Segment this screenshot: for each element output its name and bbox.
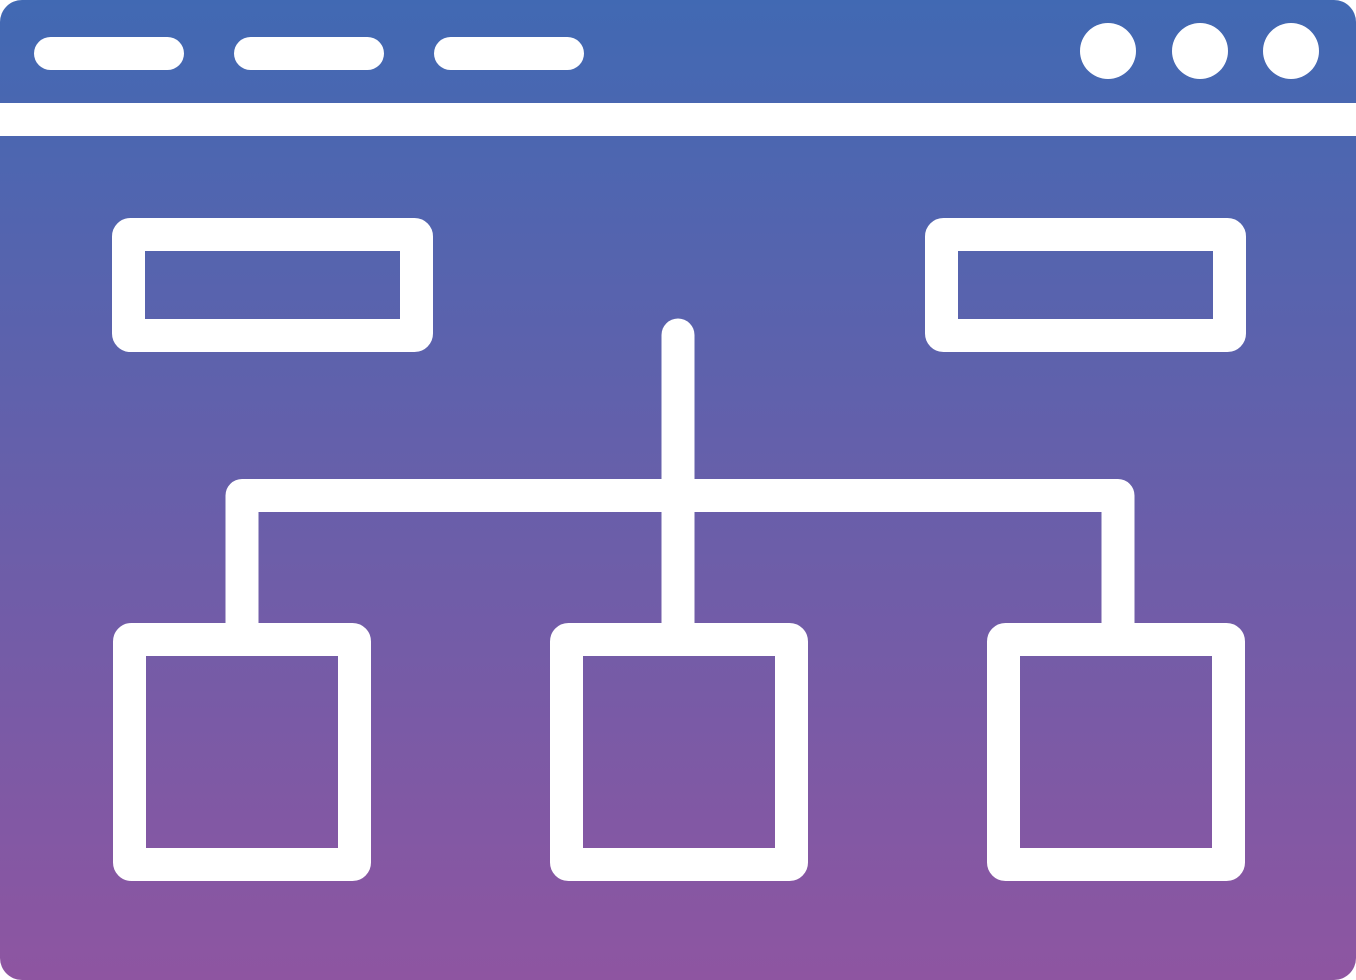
top-block-left [112,218,433,352]
title-bar-divider [0,103,1356,136]
top-content-blocks [112,218,1246,352]
window-dot-3 [1263,23,1319,79]
window-dot-1 [1080,23,1136,79]
title-bar-tabs [34,37,584,70]
tab-pill-1 [34,37,184,70]
tab-pill-2 [234,37,384,70]
window-dot-2 [1172,23,1228,79]
top-block-right [925,218,1246,352]
branch-connector [225,479,1135,647]
tab-pill-3 [434,37,584,70]
child-node-left [113,623,371,881]
sitemap-child-nodes [113,623,1245,881]
window-control-dots [1080,23,1319,79]
sitemap-connectors [225,318,1135,647]
child-node-center [550,623,808,881]
child-node-right [987,623,1245,881]
